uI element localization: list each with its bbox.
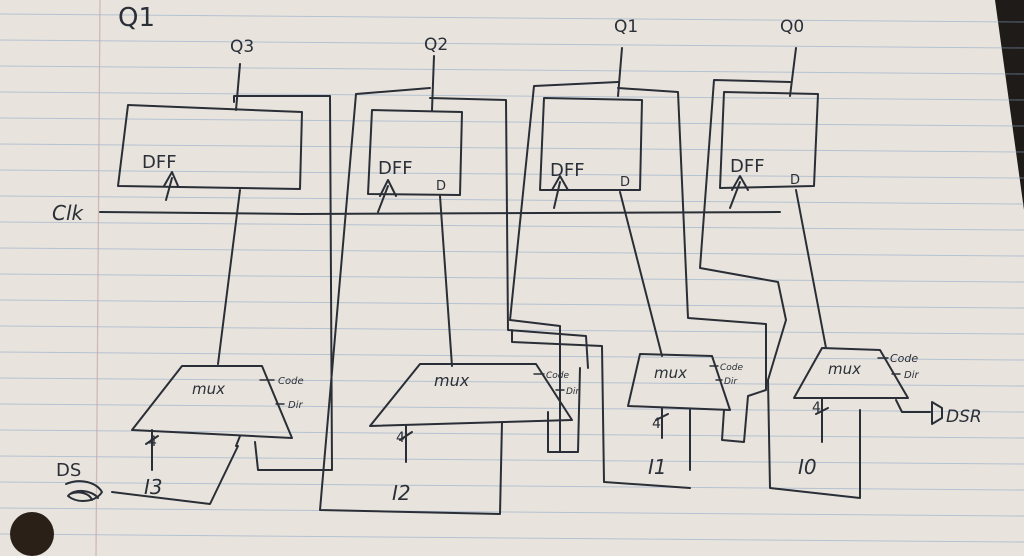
flipflop-q2: DFF D Q2 — [319, 35, 691, 515]
ruled-line — [0, 169, 1024, 179]
output-label-q2: Q2 — [424, 35, 448, 55]
input-wire — [145, 429, 159, 471]
mux-label: mux — [828, 360, 861, 378]
ruled-line — [0, 65, 1024, 75]
punch-hole — [10, 512, 54, 556]
flipflop-q1: DFF D Q1 — [509, 17, 767, 453]
dir-label: Dir — [288, 400, 303, 411]
mux-0: mux Code Dir 4 I0 DSR — [793, 347, 982, 479]
input-wire — [399, 425, 413, 463]
dff-box — [367, 109, 463, 196]
ruled-line — [0, 403, 1024, 413]
dir-label: Dir — [904, 370, 919, 381]
output-wire-q3 — [233, 63, 333, 471]
d-wire-q3 — [217, 189, 241, 365]
flipflop-q3: DFF Q3 — [117, 37, 333, 471]
input-label-i3: I3 — [144, 475, 163, 499]
mux-1: mux Code Dir 4 I1 — [627, 353, 744, 479]
ruled-line — [0, 221, 1024, 231]
ruled-line — [0, 117, 1024, 127]
clock-wire — [99, 211, 781, 215]
bus-width-label: 4 — [148, 434, 157, 450]
input-label-i2: I2 — [392, 481, 411, 505]
bus-width-label: 4 — [396, 430, 405, 446]
ruled-line — [0, 39, 1024, 49]
d-label: D — [620, 175, 630, 190]
code-label: Code — [278, 376, 304, 387]
output-wire-q2 — [319, 55, 503, 515]
input-wire — [655, 407, 669, 439]
code-label: Code — [546, 371, 570, 381]
ruled-line — [0, 247, 1024, 257]
dff-label: DFF — [378, 158, 413, 179]
dff-box — [719, 91, 819, 189]
scribble — [65, 480, 103, 502]
input-label-i0: I0 — [798, 455, 817, 479]
code-label: Code — [720, 363, 744, 373]
d-label: D — [436, 179, 446, 194]
clock-edge-triangle — [163, 171, 179, 201]
dff-box — [117, 104, 303, 190]
ruled-line — [0, 91, 1024, 101]
dff-label: DFF — [730, 156, 765, 177]
ruled-line — [0, 533, 1024, 543]
ruled-lines — [0, 13, 1024, 543]
mux-label: mux — [192, 380, 225, 398]
dff-box — [539, 97, 643, 191]
serial-input-label: DSR — [946, 407, 982, 427]
ruled-line — [0, 143, 1024, 153]
mux-body — [793, 347, 909, 399]
dsr-wire — [895, 399, 931, 413]
input-label-i1: I1 — [648, 455, 667, 479]
d-wire-q0 — [795, 189, 827, 349]
dir-label: Dir — [566, 387, 580, 397]
dsr-arrow — [931, 401, 943, 425]
clock-edge-triangle — [551, 175, 569, 209]
d-label: D — [790, 173, 800, 188]
mux-label: mux — [434, 371, 470, 390]
margin-line — [95, 0, 101, 556]
mux-body — [131, 365, 293, 439]
ruled-line — [0, 13, 1024, 23]
ruled-line — [0, 195, 1024, 205]
ruled-line — [0, 351, 1024, 361]
dff-label: DFF — [550, 160, 585, 181]
return-wire-q1 — [617, 87, 767, 443]
output-wire-q0 — [699, 47, 861, 499]
serial-left-label: DS — [56, 460, 81, 481]
output-label-q1: Q1 — [614, 17, 638, 37]
mux-body — [369, 363, 573, 427]
mux-3: mux Code Dir 4 I3 DS — [56, 365, 304, 505]
return-wire-q2 — [429, 97, 691, 489]
left-serial-wire — [111, 435, 241, 505]
ruled-line — [0, 507, 1024, 517]
clock-edge-triangle — [377, 179, 397, 213]
output-label-q0: Q0 — [780, 17, 804, 37]
ruled-line — [0, 455, 1024, 465]
mux-label: mux — [654, 364, 687, 382]
page-title: Q1 — [118, 3, 155, 33]
code-label: Code — [890, 352, 918, 365]
d-wire-q1 — [619, 191, 663, 357]
d-wire-q2 — [439, 195, 453, 367]
input-wire — [815, 397, 829, 443]
ruled-line — [0, 273, 1024, 283]
bus-width-label: 4 — [812, 400, 821, 416]
dir-label: Dir — [724, 377, 738, 387]
clock-label: Clk — [52, 201, 85, 225]
clock-edge-triangle — [729, 175, 749, 209]
output-label-q3: Q3 — [230, 37, 254, 57]
ruled-line — [0, 481, 1024, 491]
mux-body — [627, 353, 731, 411]
flipflop-q0: DFF D Q0 — [699, 17, 861, 499]
bus-width-label: 4 — [652, 416, 661, 432]
dff-label: DFF — [142, 152, 177, 173]
mux-2: mux Code Dir 4 I2 — [369, 363, 580, 505]
feedback-wire — [547, 411, 577, 453]
